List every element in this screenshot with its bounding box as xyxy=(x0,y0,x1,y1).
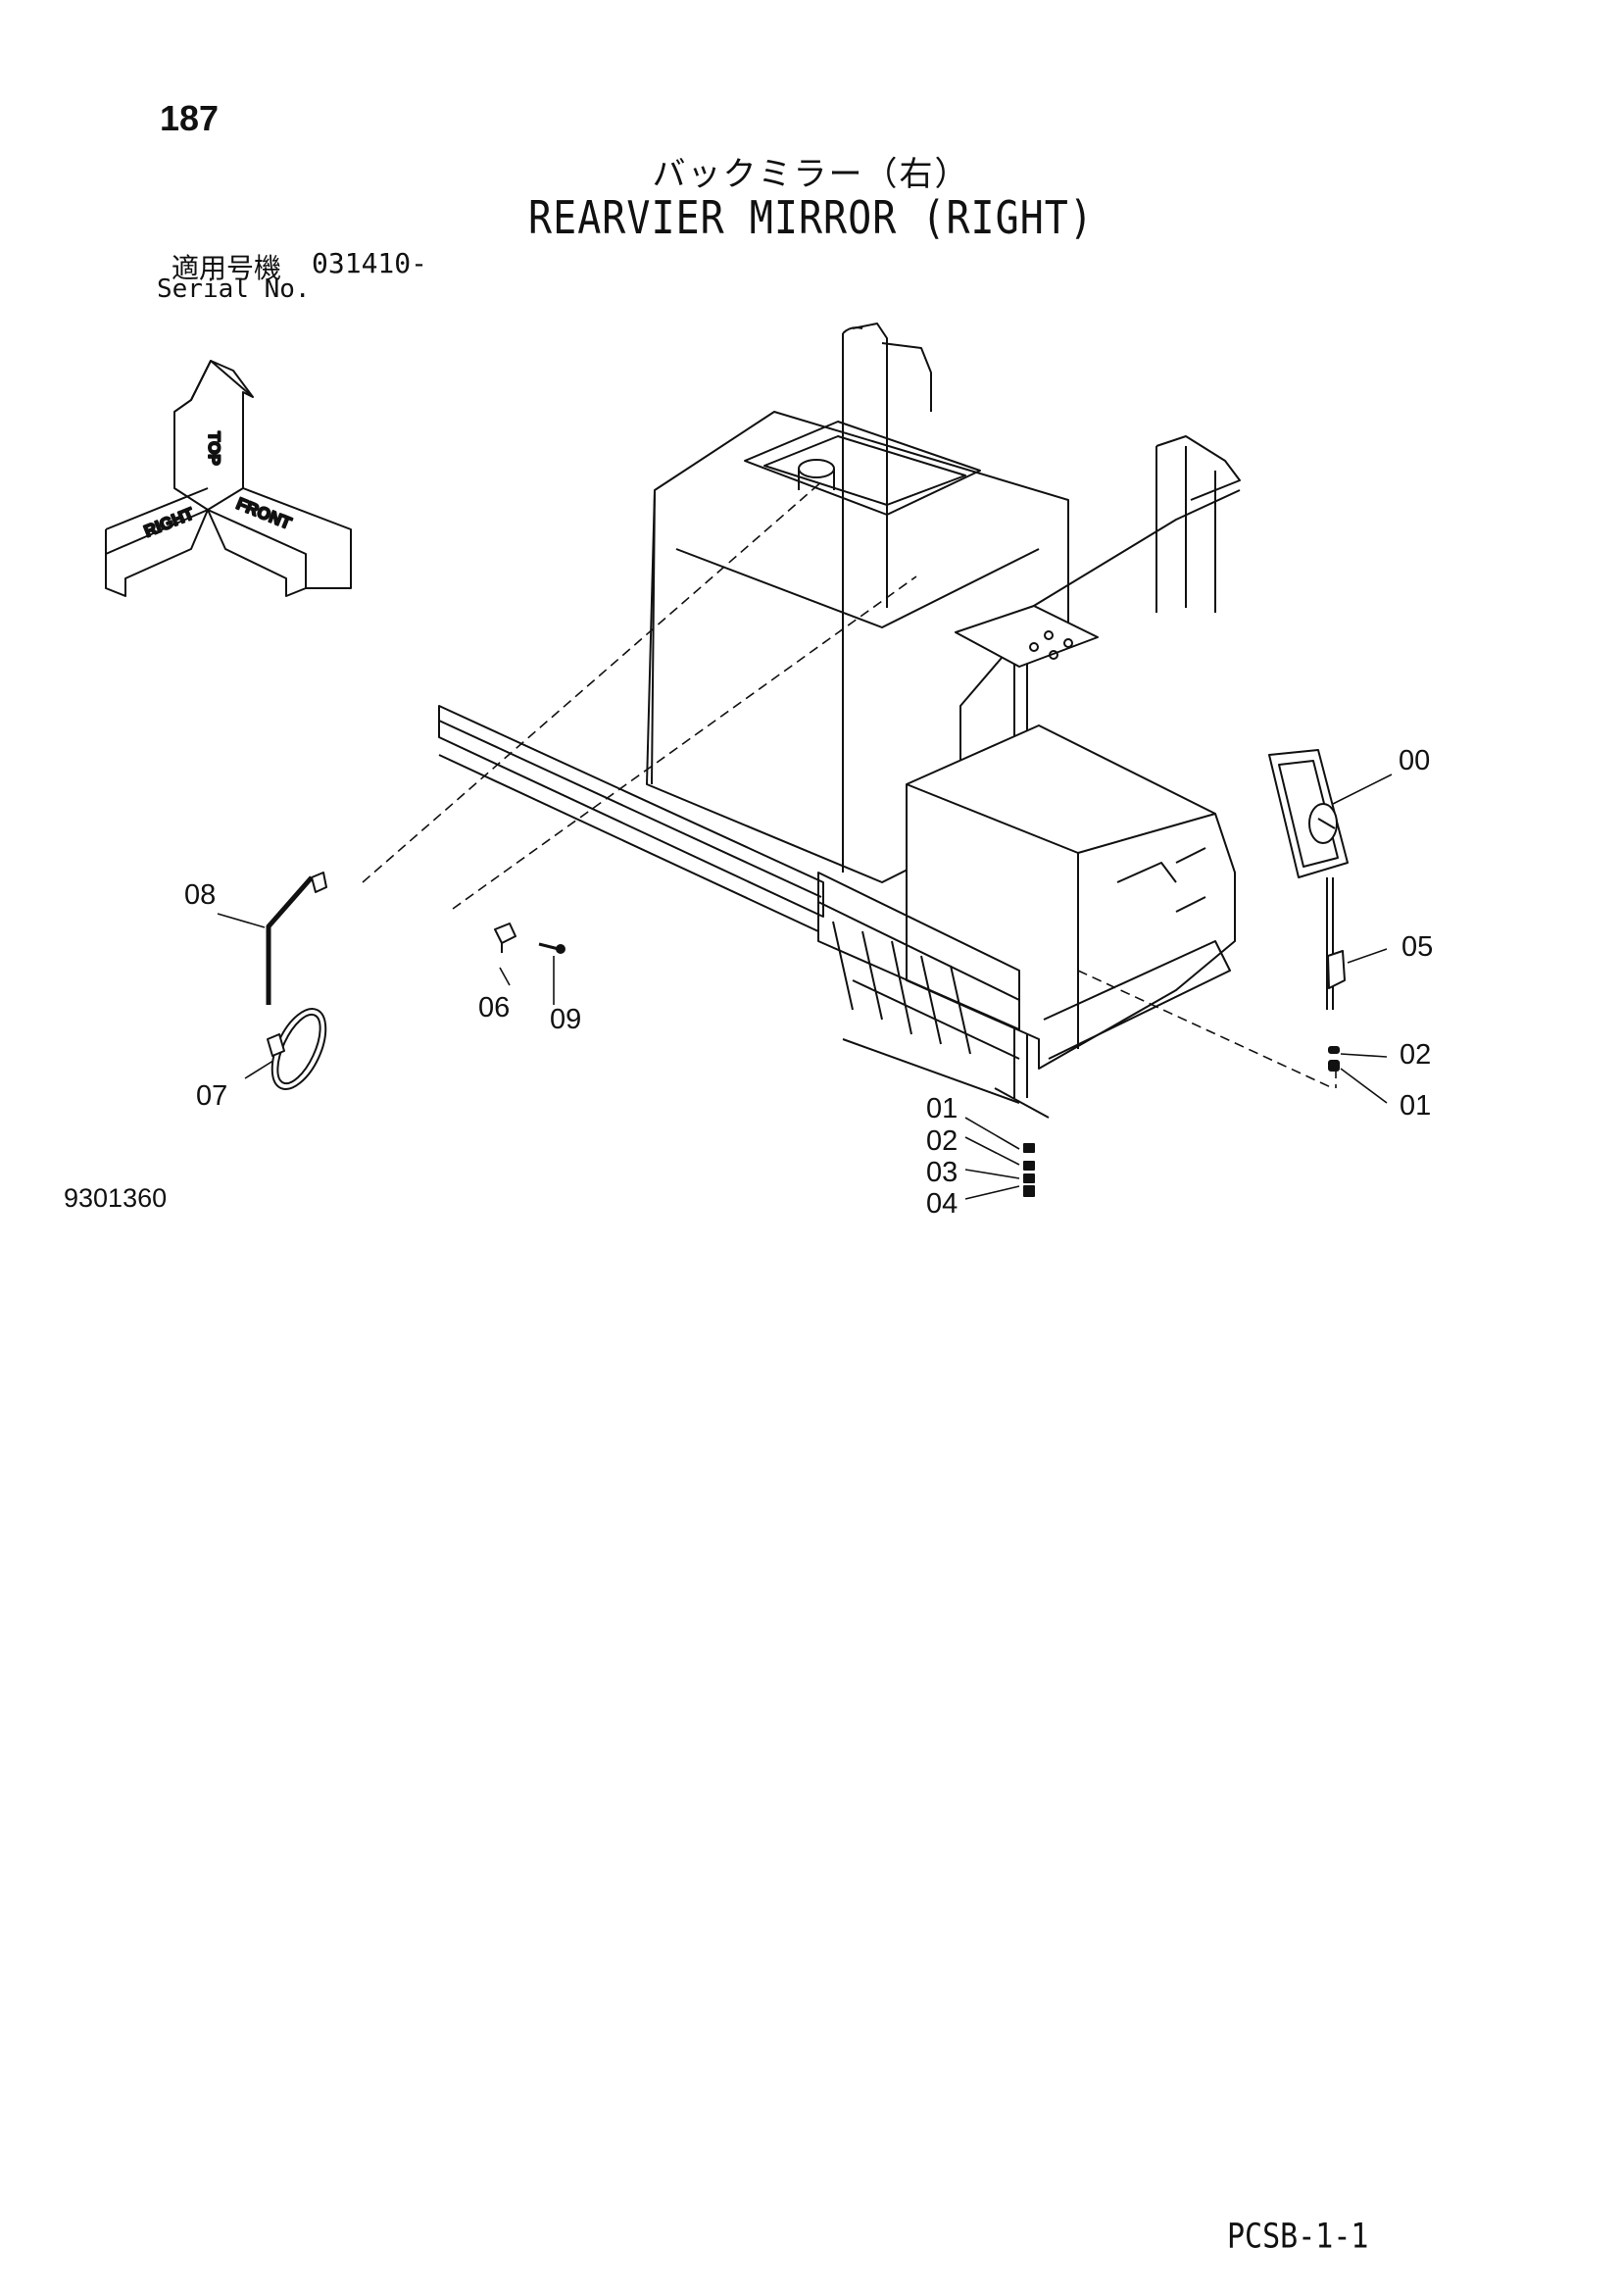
part-07-round-mirror xyxy=(267,1008,327,1090)
page-title-japanese: バックミラー（右） xyxy=(652,155,970,194)
part-label-02-right: 02 xyxy=(1400,1039,1432,1071)
part-label-07: 07 xyxy=(196,1080,228,1112)
part-washers-right xyxy=(1328,1046,1340,1072)
serial-label-english: Serial No. xyxy=(157,275,311,304)
orientation-indicator: TOP RIGHT FRONT xyxy=(105,360,352,597)
part-label-06: 06 xyxy=(478,992,511,1023)
callout-lines xyxy=(217,774,1393,1200)
footer-code: PCSB-1-1 xyxy=(1227,2217,1369,2257)
page-number: 187 xyxy=(160,98,220,138)
part-label-08: 08 xyxy=(184,879,217,911)
part-label-09: 09 xyxy=(550,1004,582,1035)
part-fastener-stack xyxy=(1023,1143,1035,1197)
leader-lines xyxy=(362,479,1337,1089)
serial-label-japanese: 適用号機 xyxy=(172,252,282,284)
part-label-03: 03 xyxy=(926,1157,958,1188)
serial-range: 031410- xyxy=(312,247,428,279)
part-06-bracket xyxy=(494,923,516,953)
figure-code: 9301360 xyxy=(64,1183,168,1213)
part-label-01-bottom: 01 xyxy=(926,1093,958,1124)
part-00-mirror xyxy=(1268,749,1349,878)
part-label-02-bottom: 02 xyxy=(926,1125,958,1157)
part-08-stay-bar xyxy=(266,872,327,1005)
machine-body xyxy=(438,323,1241,1119)
page-title-english: REARVIER MIRROR (RIGHT) xyxy=(528,192,1094,245)
part-09-screw xyxy=(538,942,565,954)
part-label-05: 05 xyxy=(1401,931,1434,963)
part-label-04: 04 xyxy=(926,1188,958,1220)
part-05-stay xyxy=(1326,877,1346,1010)
orientation-top-label: TOP xyxy=(205,431,223,466)
part-label-01-right: 01 xyxy=(1400,1090,1432,1122)
part-label-00: 00 xyxy=(1399,745,1431,776)
